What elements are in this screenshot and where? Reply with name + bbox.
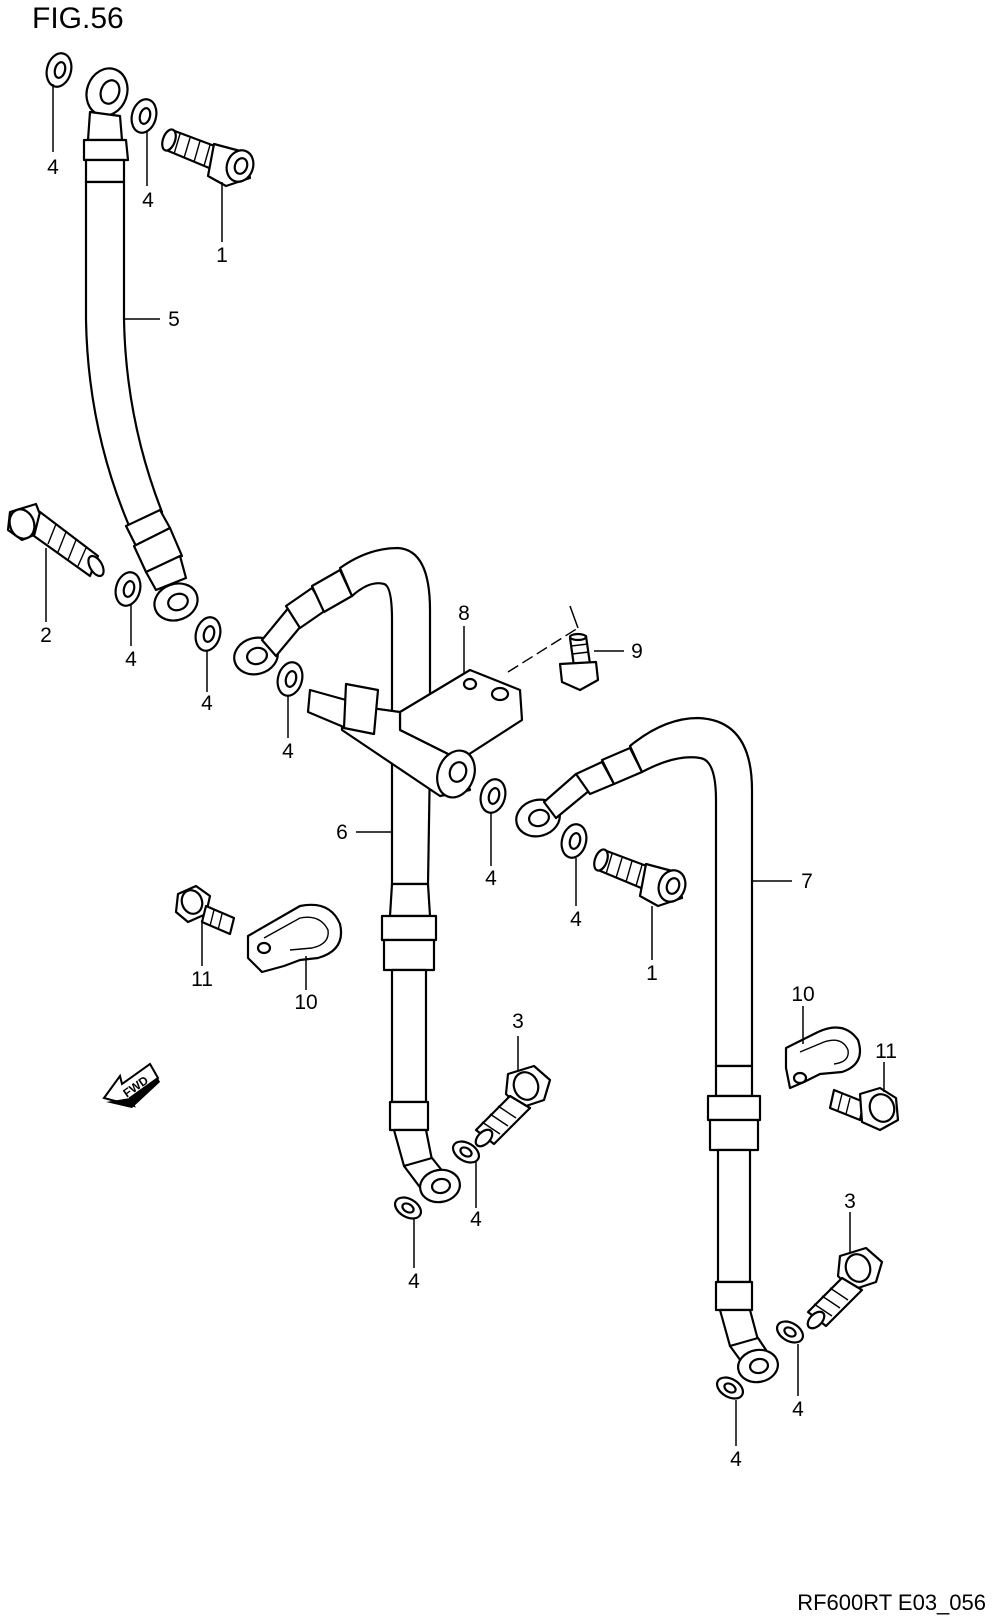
callout-label: 10 bbox=[791, 983, 814, 1006]
callout-label: 7 bbox=[801, 870, 813, 893]
bolt-icon bbox=[174, 884, 236, 936]
callout-labels: 4 4 1 5 2 4 4 8 9 4 6 4 4 7 1 11 10 3 10… bbox=[40, 156, 897, 1471]
callout-label: 4 bbox=[282, 740, 294, 763]
banjo-bolt-icon bbox=[474, 1064, 552, 1148]
callout-label: 4 bbox=[408, 1270, 420, 1293]
washer-icon bbox=[560, 823, 588, 859]
callout-label: 4 bbox=[125, 648, 137, 671]
washer-icon bbox=[114, 571, 142, 607]
callout-label: 3 bbox=[512, 1010, 524, 1033]
figure-title: FIG.56 bbox=[32, 2, 124, 35]
callout-label: 4 bbox=[570, 908, 582, 931]
callout-label: 4 bbox=[470, 1208, 482, 1231]
brake-hose-5 bbox=[82, 67, 199, 622]
banjo-bolt-icon bbox=[161, 128, 255, 188]
callout-label: 11 bbox=[191, 968, 213, 991]
banjo-bolt-icon bbox=[806, 1246, 884, 1330]
callout-label: 3 bbox=[844, 1190, 856, 1213]
washer-icon bbox=[451, 1140, 481, 1164]
bolt-icon bbox=[828, 1086, 900, 1132]
callout-label: 8 bbox=[458, 602, 470, 625]
washer-icon bbox=[775, 1320, 805, 1344]
leader-lines bbox=[45, 84, 885, 1446]
callout-label: 5 bbox=[168, 308, 180, 331]
callout-label: 6 bbox=[336, 821, 348, 844]
callout-label: 4 bbox=[485, 867, 497, 890]
washer-icon bbox=[276, 661, 304, 697]
brake-hose-joint-8 bbox=[306, 605, 579, 799]
washer-icon bbox=[715, 1376, 745, 1400]
banjo-bolt-icon bbox=[593, 848, 687, 908]
callout-label: 4 bbox=[142, 189, 154, 212]
callout-label: 4 bbox=[730, 1448, 742, 1471]
banjo-bolt-icon bbox=[6, 502, 105, 578]
washer-icon bbox=[130, 98, 158, 134]
drawing-code: RF600RT E03_056 bbox=[797, 1590, 986, 1615]
callout-label: 9 bbox=[631, 640, 643, 663]
clamp-icon bbox=[246, 903, 343, 974]
brake-hose-7 bbox=[515, 716, 779, 1384]
bolt-icon bbox=[558, 632, 600, 692]
washer-icon bbox=[479, 778, 507, 814]
fwd-arrow-icon: FWD bbox=[102, 1062, 160, 1108]
callout-label: 1 bbox=[216, 244, 228, 267]
washer-icon bbox=[194, 616, 222, 652]
washer-icon bbox=[393, 1196, 423, 1220]
clamp-icon bbox=[784, 1026, 862, 1090]
callout-label: 11 bbox=[875, 1040, 897, 1063]
callout-label: 10 bbox=[294, 991, 317, 1014]
callout-label: 1 bbox=[646, 962, 658, 985]
callout-label: 4 bbox=[47, 156, 59, 179]
callout-label: 2 bbox=[40, 624, 52, 647]
brake-hose-6 bbox=[233, 546, 461, 1204]
callout-label: 4 bbox=[792, 1398, 804, 1421]
callout-label: 4 bbox=[201, 692, 213, 715]
washer-icon bbox=[45, 52, 73, 88]
